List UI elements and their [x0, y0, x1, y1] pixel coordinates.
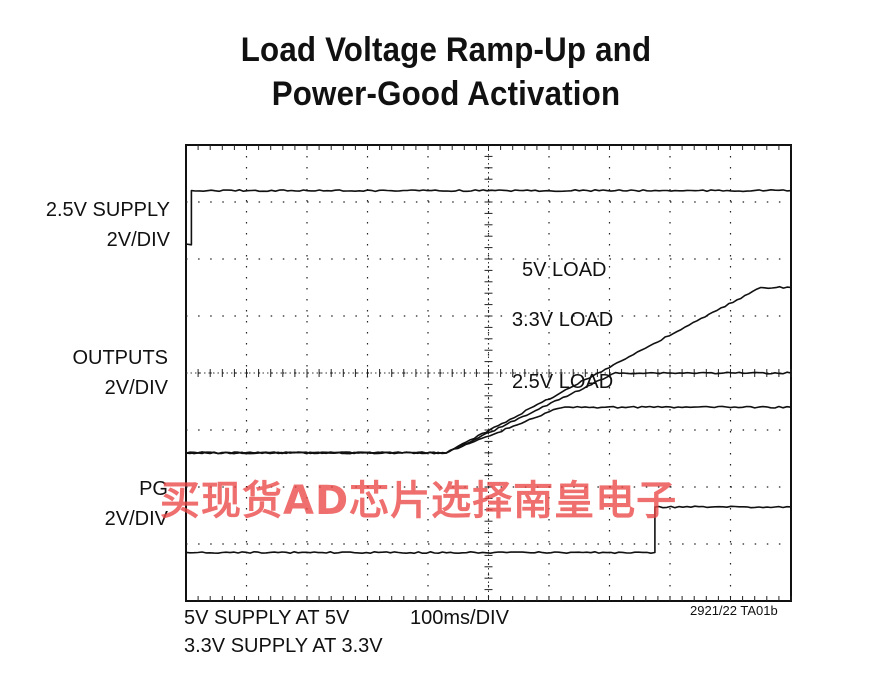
- supply-label: 2.5V SUPPLY: [45, 199, 170, 221]
- chart-title-line1: Load Voltage Ramp-Up and: [240, 31, 652, 69]
- trace-pg: [185, 505, 792, 555]
- outputs-label: OUTPUTS: [72, 347, 168, 369]
- load-5v-label: 5V LOAD: [522, 259, 607, 281]
- supply-scale-label: 2V/DIV: [106, 229, 170, 251]
- pg-scale-label: 2V/DIV: [104, 508, 168, 530]
- load-3v3-label: 3.3V LOAD: [512, 309, 614, 331]
- trace-2-5v-load: [185, 405, 792, 455]
- footer-line1: 5V SUPPLY AT 5V: [184, 607, 350, 629]
- chart-title: Load Voltage Ramp-Up and Power-Good Acti…: [36, 28, 857, 116]
- chart-title-line2: Power-Good Activation: [271, 75, 621, 113]
- pg-label: PG: [139, 478, 168, 500]
- timebase-label: 100ms/DIV: [410, 607, 509, 629]
- load-2v5-label: 2.5V LOAD: [512, 371, 614, 393]
- plot-traces: [185, 189, 792, 555]
- watermark-text: 买现货AD芯片选择南皇电子: [160, 478, 678, 524]
- outputs-scale-label: 2V/DIV: [104, 377, 168, 399]
- trace-2-5v-supply: [185, 189, 792, 246]
- figure-code: 2921/22 TA01b: [690, 603, 778, 618]
- footer-line2: 3.3V SUPPLY AT 3.3V: [184, 635, 383, 657]
